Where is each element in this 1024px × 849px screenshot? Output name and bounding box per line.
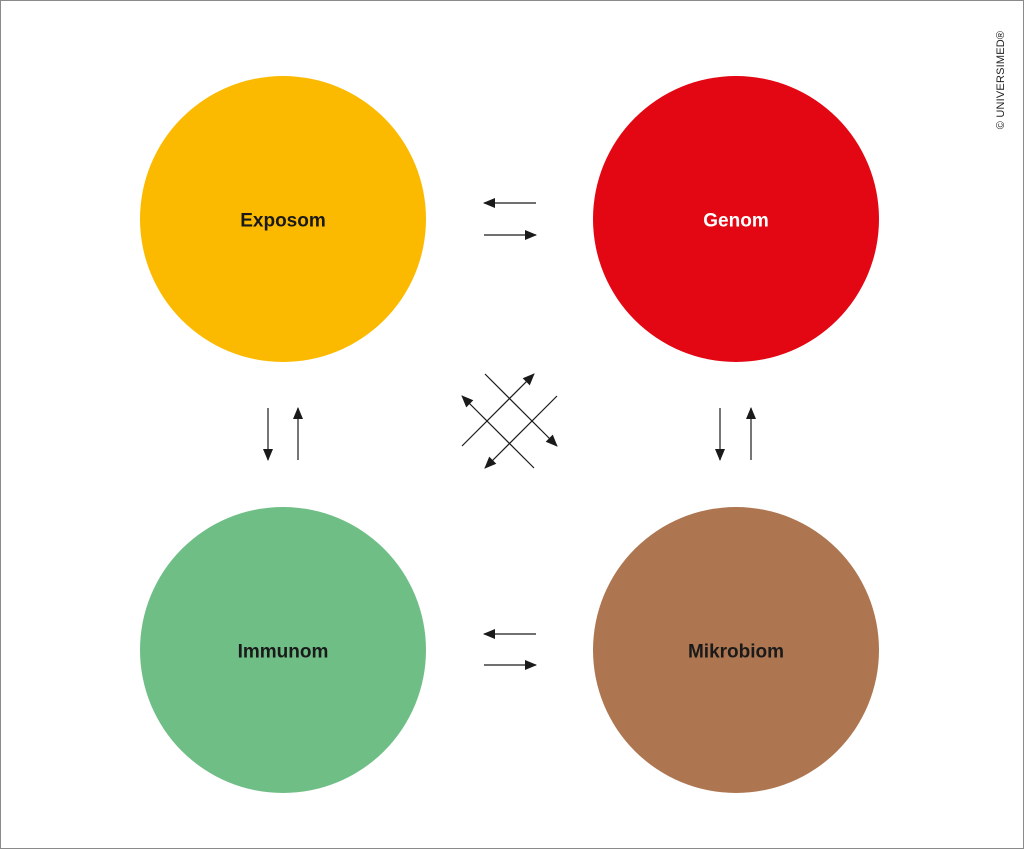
edge-exposom-genom xyxy=(483,198,537,240)
node-genom: Genom xyxy=(593,76,879,362)
arrow-exposom-to-mikrobiom xyxy=(484,373,558,447)
arrow-immunom-to-genom xyxy=(461,373,535,447)
node-circle-exposom xyxy=(140,76,426,362)
arrow-mikrobiom-to-exposom xyxy=(461,395,535,469)
node-circle-genom xyxy=(593,76,879,362)
node-label-mikrobiom: Mikrobiom xyxy=(688,642,784,663)
arrow-genom-to-immunom xyxy=(484,395,558,469)
edge-diagonal-cross xyxy=(461,373,558,469)
node-circle-mikrobiom xyxy=(593,507,879,793)
node-immunom: Immunom xyxy=(140,507,426,793)
node-mikrobiom: Mikrobiom xyxy=(593,507,879,793)
node-label-genom: Genom xyxy=(703,211,768,232)
edge-immunom-mikrobiom xyxy=(483,629,537,670)
copyright-notice: © UNIVERSIMED® xyxy=(978,28,1024,132)
edge-genom-mikrobiom xyxy=(715,407,756,461)
node-label-immunom: Immunom xyxy=(238,642,329,663)
node-label-exposom: Exposom xyxy=(240,211,326,232)
copyright-text: © UNIVERSIMED® xyxy=(995,30,1007,130)
node-exposom: Exposom xyxy=(140,76,426,362)
node-circle-immunom xyxy=(140,507,426,793)
edge-exposom-immunom xyxy=(263,407,303,461)
